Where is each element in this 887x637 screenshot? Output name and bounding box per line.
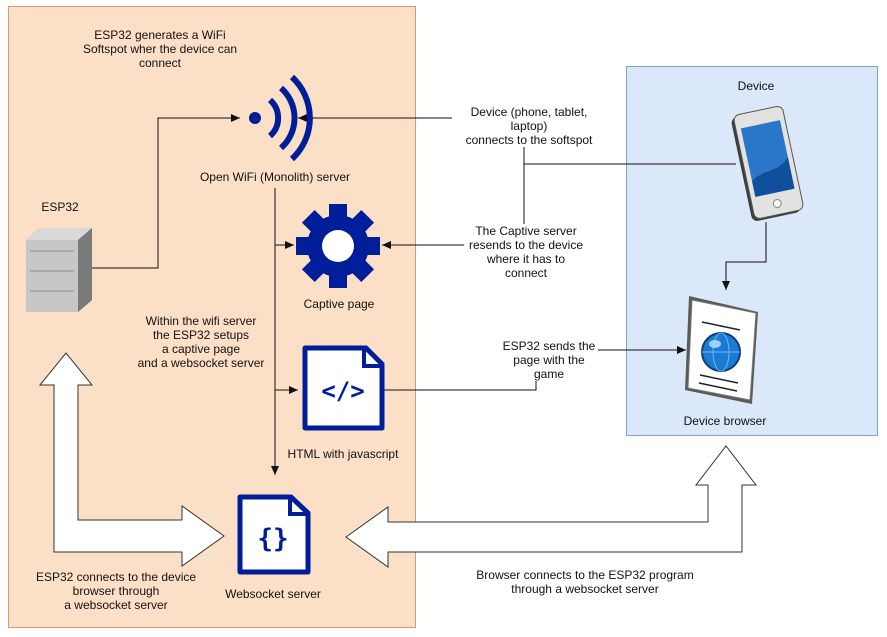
phone-to-browser-connector	[722, 222, 767, 290]
esp32-sends-label: ESP32 sends the page with the game	[500, 339, 598, 381]
wifi-icon	[249, 74, 313, 162]
device-browser-label: Device browser	[683, 414, 767, 428]
esp32-connects-text: ESP32 connects to the device browser thr…	[35, 570, 197, 612]
within-wifi-text: Within the wifi server the ESP32 setups …	[137, 314, 265, 370]
code-file-icon: </>	[302, 345, 385, 431]
esp32-to-wifi-connector	[91, 114, 240, 269]
browser-document-icon	[685, 296, 758, 404]
svg-text:{}: {}	[257, 524, 288, 554]
html-javascript-label: HTML with javascript	[287, 447, 399, 461]
websocket-server-label: Websocket server	[225, 587, 321, 601]
captive-page-label: Captive page	[303, 297, 375, 311]
device-connects-label: Device (phone, tablet, laptop) connects …	[452, 105, 606, 147]
esp32-label: ESP32	[41, 200, 79, 214]
server-icon	[26, 228, 92, 312]
captive-resends-label: The Captive server resends to the device…	[464, 224, 588, 280]
websocket-browser-double-arrow	[345, 445, 758, 568]
esp32-intro-text: ESP32 generates a WiFi Softspot wher the…	[82, 28, 238, 70]
phone-icon	[731, 105, 804, 221]
svg-text:</>: </>	[321, 377, 364, 405]
browser-connects-text: Browser connects to the ESP32 program th…	[476, 568, 694, 596]
gear-icon	[296, 204, 380, 288]
esp32-websocket-double-arrow	[38, 352, 225, 567]
device-region-title: Device	[737, 79, 775, 93]
wifi-server-label: Open WiFi (Monolith) server	[199, 170, 351, 184]
braces-file-icon: {}	[237, 494, 311, 575]
